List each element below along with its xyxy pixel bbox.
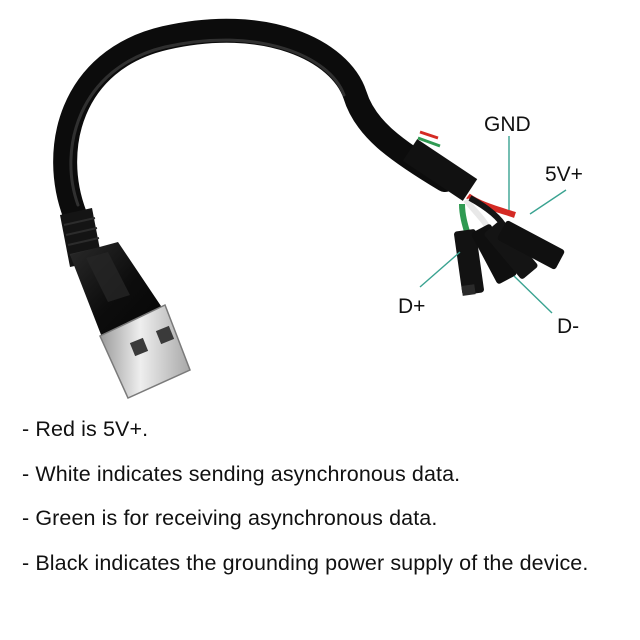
wire-color-notes: - Red is 5V+. - White indicates sending …: [22, 414, 638, 592]
dupont-pin-5v: [497, 220, 565, 270]
label-d-plus: D+: [398, 295, 425, 318]
leader-lines: [419, 136, 567, 314]
leader-line-d-minus: [513, 275, 553, 314]
usb-metal-connector: [99, 303, 191, 399]
dupont-pin-d-plus: [454, 229, 484, 296]
dupont-pin-d-minus: [471, 224, 517, 284]
usb-cable-illustration: GND 5V+ D+ D-: [53, 18, 583, 399]
note-green-wire: - Green is for receiving asynchronous da…: [22, 506, 438, 530]
leader-line-d-plus: [419, 251, 461, 288]
label-gnd: GND: [484, 113, 531, 136]
cable-sheath-end: [402, 130, 478, 201]
label-d-minus: D-: [557, 315, 579, 338]
note-white-wire: - White indicates sending asynchronous d…: [22, 461, 461, 486]
leader-line-5v: [529, 189, 567, 215]
note-red-wire: - Red is 5V+.: [22, 417, 149, 441]
note-black-wire: - Black indicates the grounding power su…: [22, 550, 589, 575]
dupont-pin-gnd: [484, 221, 538, 279]
cable-loop: [53, 18, 457, 227]
label-5v: 5V+: [545, 163, 583, 186]
